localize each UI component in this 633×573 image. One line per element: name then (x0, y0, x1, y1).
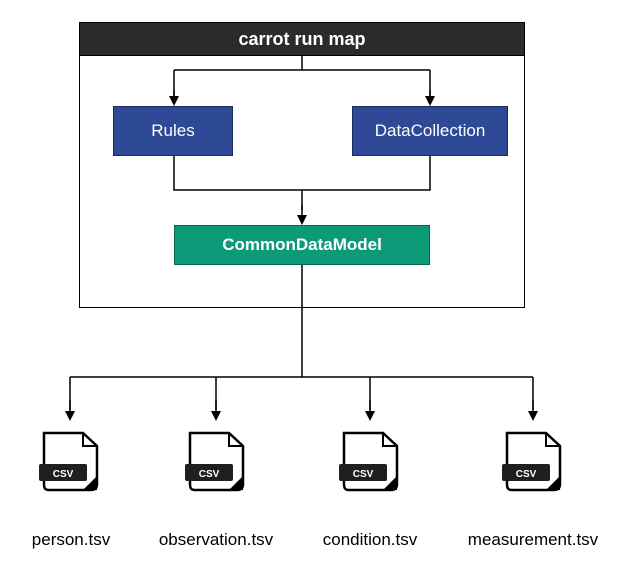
common-data-model-node[interactable]: CommonDataModel (174, 225, 430, 265)
csv-file-icon: CSV (502, 431, 562, 492)
csv-file-icon: CSV (185, 431, 245, 492)
datacollection-node[interactable]: DataCollection (352, 106, 508, 156)
csv-file-icon: CSV (39, 431, 99, 492)
file-label-observation[interactable]: observation.tsv (158, 530, 274, 549)
csv-file-icon: CSV (339, 431, 399, 492)
file-label-measurement[interactable]: measurement.tsv (467, 530, 599, 549)
container-title: carrot run map (79, 22, 525, 56)
file-label-condition[interactable]: condition.tsv (322, 530, 418, 549)
csv-badge: CSV (353, 469, 374, 480)
file-label-person[interactable]: person.tsv (31, 530, 111, 549)
edge-title-to-inputs (173, 56, 431, 104)
csv-badge: CSV (53, 469, 74, 480)
csv-badge: CSV (199, 469, 220, 480)
edge-cdm-to-files (69, 265, 534, 410)
rules-node[interactable]: Rules (113, 106, 233, 156)
csv-badge: CSV (516, 469, 537, 480)
carrot-run-map-container (79, 22, 525, 308)
